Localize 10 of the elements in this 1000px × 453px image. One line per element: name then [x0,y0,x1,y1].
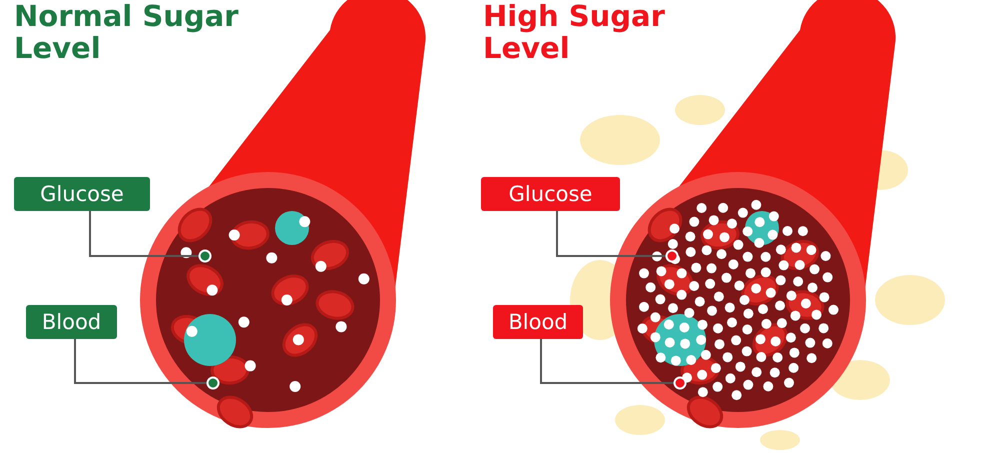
callout-label: Glucose [14,177,150,211]
callout-label: Glucose [481,177,620,211]
leader-line [74,339,220,390]
leader-line [540,339,686,390]
panel-heading: Normal Sugar Level [14,0,240,64]
leader-line [556,211,678,262]
panel-heading: High Sugar Level [483,0,666,64]
callout-label: Blood [26,305,117,339]
callout-label: Blood [493,305,583,339]
leader-line [89,211,212,262]
